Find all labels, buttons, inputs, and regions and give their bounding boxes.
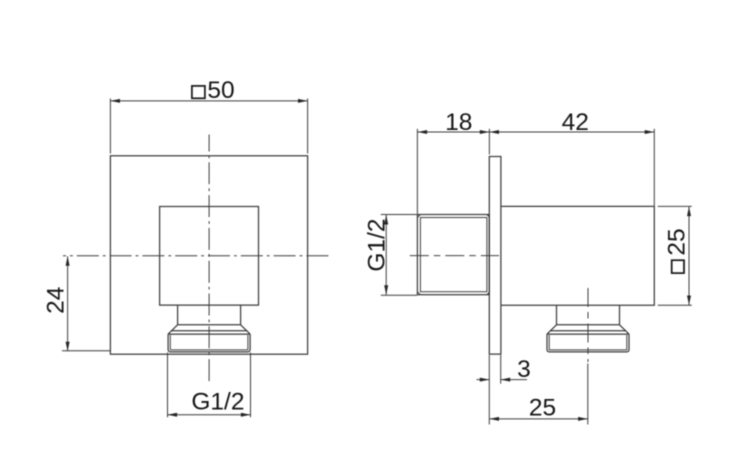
svg-text:24: 24	[43, 287, 70, 314]
svg-text:18: 18	[445, 109, 472, 136]
svg-text:G1/2: G1/2	[364, 218, 391, 271]
svg-text:G1/2: G1/2	[191, 389, 244, 416]
svg-text:3: 3	[517, 356, 531, 383]
svg-text:42: 42	[562, 109, 589, 136]
svg-text:25: 25	[663, 228, 690, 255]
svg-text:25: 25	[529, 395, 556, 422]
svg-text:50: 50	[207, 77, 234, 104]
